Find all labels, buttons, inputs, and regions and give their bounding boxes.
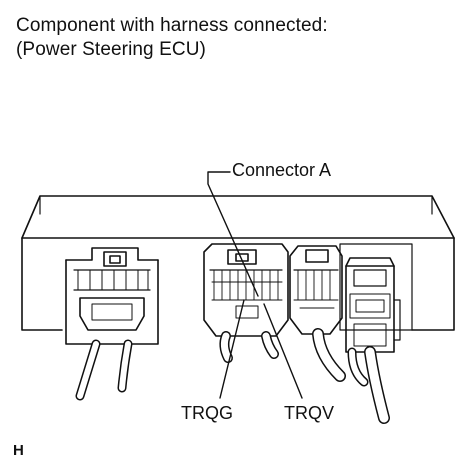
ecu-housing <box>21 195 455 331</box>
connector-a-body <box>203 243 289 363</box>
figure-code: H <box>13 442 24 459</box>
heading-line-2: (Power Steering ECU) <box>16 39 206 60</box>
heading-line-1: Component with harness connected: <box>16 15 328 36</box>
connector-a-leader <box>207 171 259 297</box>
trqv-leader <box>263 303 303 399</box>
callout-leaders <box>207 171 303 399</box>
left-connector <box>65 247 159 401</box>
diagram-heading: Component with harness connected: (Power… <box>16 14 328 62</box>
right-connector <box>345 257 401 424</box>
connector-a-label: Connector A <box>232 160 332 180</box>
trqv-terminal-label: TRQV <box>284 403 335 423</box>
trqg-terminal-label: TRQG <box>181 403 233 423</box>
middle-connector <box>289 245 346 382</box>
trqg-leader <box>219 299 245 399</box>
